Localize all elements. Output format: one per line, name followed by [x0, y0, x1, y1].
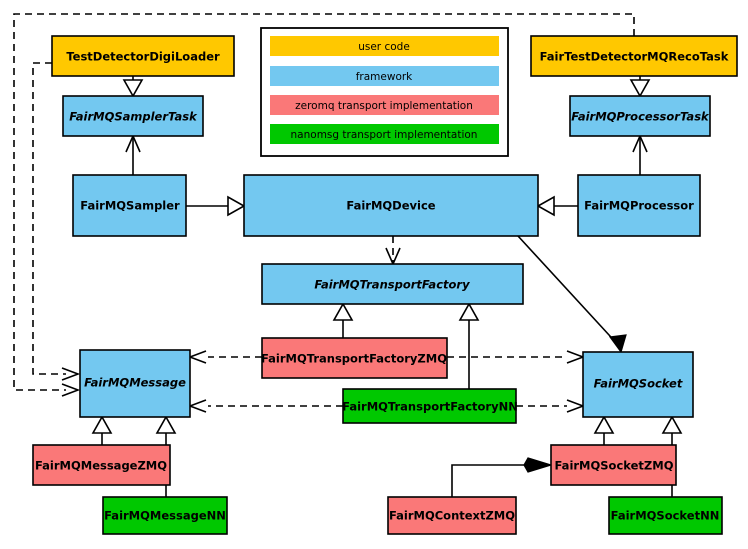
- node-fairmqsamplertask[interactable]: FairMQSamplerTask: [62, 95, 204, 137]
- edge-transportfactoryzmq-to-transportfactory: [332, 302, 354, 338]
- edge-messagezmq-to-message: [91, 415, 113, 445]
- edge-transportfactoryzmq-to-message: [187, 350, 262, 364]
- node-label: FairMQMessageZMQ: [35, 459, 167, 473]
- node-fairmqsocketnn[interactable]: FairMQSocketNN: [608, 496, 723, 535]
- legend-swatch: [270, 95, 499, 115]
- node-box[interactable]: [62, 95, 204, 137]
- node-label: FairMQSocket: [594, 377, 683, 391]
- node-label: FairMQSocketNN: [611, 509, 720, 523]
- node-box[interactable]: [582, 351, 694, 418]
- edge-layer: [13, 13, 683, 497]
- legend-entry-user-code: user code: [270, 36, 499, 56]
- node-box[interactable]: [261, 263, 524, 305]
- legend-swatch: [270, 66, 499, 86]
- edge-device-to-socket: [517, 235, 627, 354]
- node-fairmqmessagezmq[interactable]: FairMQMessageZMQ: [32, 444, 171, 486]
- node-label: FairMQTransportFactory: [314, 278, 470, 292]
- node-label: FairMQSamplerTask: [69, 110, 198, 124]
- node-box[interactable]: [261, 337, 448, 379]
- node-label: FairMQMessage: [84, 376, 186, 390]
- legend-entry-zeromq: zeromq transport implementation: [270, 95, 499, 115]
- edge-transportfactoryzmq-to-socket: [447, 350, 586, 364]
- edge-digiloader-to-message: [32, 62, 81, 381]
- edge-socketzmq-to-socket: [593, 415, 615, 445]
- node-fairmqprocessor[interactable]: FairMQProcessor: [577, 174, 701, 237]
- legend-label: nanomsg transport implementation: [291, 129, 478, 141]
- node-layer: TestDetectorDigiLoader FairTestDetectorM…: [32, 35, 738, 535]
- node-fairmqtransportfactoryzmq[interactable]: FairMQTransportFactoryZMQ: [261, 337, 448, 379]
- edge-contextzmq-to-socketzmq: [451, 457, 554, 497]
- edge-recotask-to-processortask: [629, 76, 651, 98]
- edge-recotask-to-message: [13, 13, 635, 397]
- node-box[interactable]: [608, 496, 723, 535]
- node-box[interactable]: [51, 35, 235, 77]
- edge-processor-to-device: [536, 195, 578, 217]
- node-box[interactable]: [102, 496, 228, 535]
- edge-sampler-to-samplertask: [125, 134, 141, 175]
- node-fairmqsampler[interactable]: FairMQSampler: [72, 174, 187, 237]
- node-box[interactable]: [550, 444, 677, 486]
- node-box[interactable]: [530, 35, 738, 77]
- node-label: FairMQSampler: [80, 199, 180, 213]
- legend-label: framework: [356, 71, 413, 83]
- node-label: FairMQTransportFactoryNN: [342, 400, 518, 414]
- node-label: FairMQSocketZMQ: [555, 459, 674, 473]
- node-fairmqprocessortask[interactable]: FairMQProcessorTask: [569, 95, 711, 137]
- edge-device-to-transportfactory: [385, 236, 401, 266]
- node-box[interactable]: [79, 349, 191, 418]
- node-label: FairMQProcessor: [584, 199, 694, 213]
- node-label: FairMQTransportFactoryZMQ: [261, 352, 447, 366]
- edge-processor-to-processortask: [632, 134, 648, 175]
- node-box[interactable]: [387, 496, 517, 535]
- node-testdetectordigiloader[interactable]: TestDetectorDigiLoader: [51, 35, 235, 77]
- node-fairmqdevice[interactable]: FairMQDevice: [243, 174, 539, 237]
- node-label: FairTestDetectorMQRecoTask: [540, 50, 729, 64]
- node-label: FairMQDevice: [346, 199, 435, 213]
- node-label: TestDetectorDigiLoader: [66, 50, 220, 64]
- node-fairmqtransportfactorynn[interactable]: FairMQTransportFactoryNN: [342, 388, 518, 424]
- edge-transportfactorynn-to-socket: [516, 399, 586, 413]
- node-fairmqmessage[interactable]: FairMQMessage: [79, 349, 191, 418]
- node-fairtestdetectormqrecotask[interactable]: FairTestDetectorMQRecoTask: [530, 35, 738, 77]
- node-box[interactable]: [569, 95, 711, 137]
- node-label: FairMQContextZMQ: [389, 509, 515, 523]
- node-fairmqsocket[interactable]: FairMQSocket: [582, 351, 694, 418]
- node-box[interactable]: [342, 388, 517, 424]
- edge-sampler-to-device: [186, 195, 246, 217]
- node-box[interactable]: [577, 174, 701, 237]
- legend-entry-nanomsg: nanomsg transport implementation: [270, 124, 499, 144]
- legend-label: zeromq transport implementation: [295, 100, 473, 112]
- legend-swatch: [270, 124, 499, 144]
- node-box[interactable]: [72, 174, 187, 237]
- node-fairmqcontextzmq[interactable]: FairMQContextZMQ: [387, 496, 517, 535]
- node-label: FairMQProcessorTask: [571, 110, 710, 124]
- node-box[interactable]: [243, 174, 539, 237]
- node-fairmqtransportfactory[interactable]: FairMQTransportFactory: [261, 263, 524, 305]
- node-fairmqsocketzmq[interactable]: FairMQSocketZMQ: [550, 444, 677, 486]
- node-fairmqmessagenn[interactable]: FairMQMessageNN: [102, 496, 228, 535]
- legend-label: user code: [358, 41, 410, 53]
- legend-swatch: [270, 36, 499, 56]
- edge-transportfactorynn-to-message: [187, 399, 343, 413]
- legend: user code framework zeromq transport imp…: [260, 27, 509, 157]
- node-label: FairMQMessageNN: [104, 509, 226, 523]
- edge-transportfactorynn-to-transportfactory: [458, 302, 480, 389]
- node-box[interactable]: [32, 444, 171, 486]
- edge-digiloader-to-samplertask: [122, 76, 144, 98]
- legend-entry-framework: framework: [270, 66, 499, 86]
